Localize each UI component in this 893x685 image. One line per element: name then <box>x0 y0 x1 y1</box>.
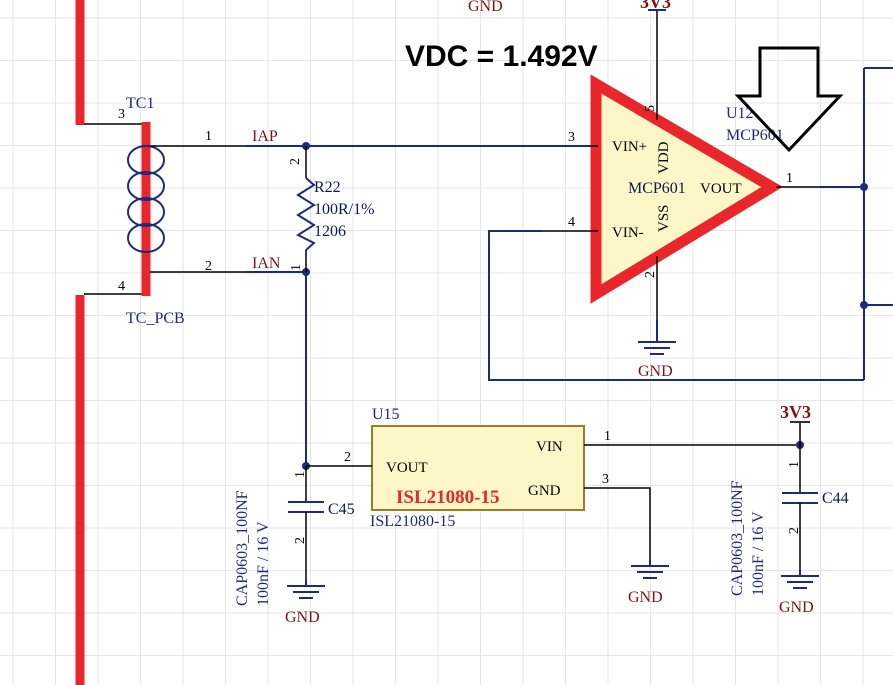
u15-vin-label: VIN <box>536 439 563 455</box>
u15-gnd-label: GND <box>528 483 561 499</box>
c45-pin1-num: 1 <box>293 471 308 478</box>
tc1-footprint: TC_PCB <box>126 310 185 327</box>
vdc-annotation: VDC = 1.492V <box>405 40 598 73</box>
c44-pin2-num: 2 <box>787 527 802 534</box>
r22-ref: R22 <box>314 179 341 196</box>
u12-triangle <box>590 74 783 304</box>
u15-pin3-num: 3 <box>602 472 609 487</box>
c44-3v3-label: 3V3 <box>780 402 811 422</box>
junction-right-mid <box>860 301 868 309</box>
c45-ground: GND <box>285 580 325 626</box>
tc1-coils <box>127 145 165 253</box>
u15-body-label: ISL21080-15 <box>396 487 499 508</box>
tc1-ref: TC1 <box>126 95 154 112</box>
tc1-transformer[interactable]: TC1 TC_PCB 3 4 1 2 <box>118 95 212 327</box>
u15-gnd-net-label: GND <box>628 589 663 606</box>
c44-ground: GND <box>779 570 819 616</box>
net-feedback-wire[interactable] <box>488 230 864 381</box>
down-arrow-icon <box>734 46 844 153</box>
u12-vin-minus: VIN- <box>612 225 644 241</box>
u12-vin-plus: VIN+ <box>612 139 647 155</box>
u12-opamp[interactable]: VIN+ VIN- MCP601 VOUT VDD VSS U12 MCP601 <box>590 74 784 304</box>
net-ian-label: IAN <box>252 255 281 272</box>
u15-pin3-line <box>584 487 651 560</box>
u12-ground: GND <box>638 320 676 380</box>
u12-pin4-num: 4 <box>568 215 575 230</box>
c45-capacitor[interactable]: C45 1 2 CAP0603_100NF 100nF / 16 V <box>234 466 355 606</box>
tc1-pin2-num: 2 <box>205 259 212 274</box>
u15-part: ISL21080-15 <box>370 513 455 530</box>
u15-body <box>371 425 585 511</box>
u12-vout: VOUT <box>700 181 742 197</box>
c45-footprint: CAP0603_100NF <box>234 490 251 606</box>
c45-ref: C45 <box>328 501 355 518</box>
gnd-top-label: GND <box>468 0 503 15</box>
c44-value: 100nF / 16 V <box>750 511 767 596</box>
u15-vout-label: VOUT <box>386 460 428 476</box>
tc1-pin4-num: 4 <box>118 279 125 294</box>
net-iap-label: IAP <box>252 128 278 145</box>
u12-vdd: VDD <box>656 141 672 174</box>
r22-package: 1206 <box>314 223 346 240</box>
c44-footprint: CAP0603_100NF <box>729 480 746 596</box>
tc1-pin1-num: 1 <box>205 129 212 144</box>
c44-pin1-num: 1 <box>787 461 802 468</box>
r22-value: 100R/1% <box>314 201 374 218</box>
u12-body-label: MCP601 <box>628 180 686 197</box>
u12-pin1-num: 1 <box>786 171 793 186</box>
c45-gnd-label: GND <box>285 609 320 626</box>
r22-pin2-num: 2 <box>288 158 303 165</box>
u15-reference[interactable]: U15 VOUT VIN GND ISL21080-15 ISL21080-15 <box>370 406 585 530</box>
u12-pin3-num: 3 <box>568 130 575 145</box>
r22-resistor[interactable]: 2 1 R22 100R/1% 1206 <box>288 146 374 272</box>
u15-pin2-num: 2 <box>344 450 351 465</box>
u15-pin1-num: 1 <box>604 429 611 444</box>
c45-value: 100nF / 16 V <box>255 521 272 606</box>
c45-pin2-num: 2 <box>293 537 308 544</box>
u12-ref: U12 <box>726 105 754 122</box>
tc1-pin3-num: 3 <box>118 107 125 122</box>
u12-pin5-num: 5 <box>643 105 658 112</box>
c44-ref: C44 <box>822 490 849 507</box>
c44-gnd-label: GND <box>779 599 814 616</box>
u12-vss: VSS <box>656 204 672 232</box>
u12-3v3-label: 3V3 <box>640 0 671 12</box>
u12-gnd-label: GND <box>638 363 673 380</box>
u15-ref: U15 <box>372 406 400 423</box>
r22-pin1-num: 1 <box>289 264 304 271</box>
u15-ground: GND <box>628 560 669 606</box>
r22-zigzag <box>295 177 316 251</box>
c44-capacitor[interactable]: C44 1 2 CAP0603_100NF 100nF / 16 V <box>729 422 849 596</box>
u12-pin2-num: 2 <box>643 271 658 278</box>
